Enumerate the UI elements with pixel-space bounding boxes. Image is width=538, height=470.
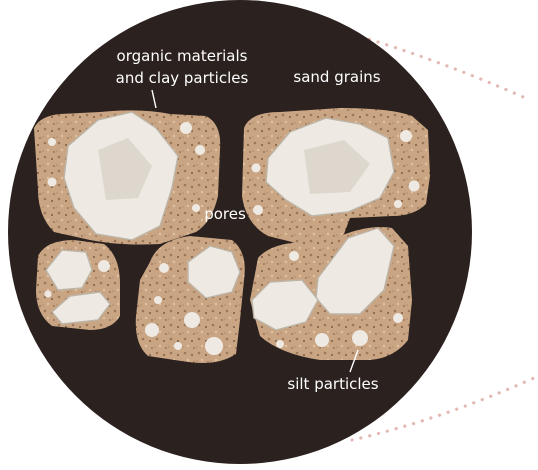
aggregate-bottom-left [36, 240, 120, 330]
silt-particle [154, 296, 162, 304]
label-sand-grains: sand grains [293, 68, 380, 86]
silt-particle [98, 260, 110, 272]
silt-particle [184, 312, 200, 328]
silt-particle [48, 178, 57, 187]
silt-particle [276, 340, 284, 348]
silt-particle [145, 323, 159, 337]
label-organic-line1: organic materials [117, 47, 248, 65]
silt-particle [409, 181, 420, 192]
aggregate-top-left [34, 110, 220, 244]
label-pores: pores [204, 205, 246, 223]
silt-particle [393, 313, 403, 323]
silt-particle [205, 337, 223, 355]
silt-particle [394, 200, 402, 208]
silt-particle [289, 251, 299, 261]
silt-particle [195, 145, 205, 155]
silt-particle [400, 130, 412, 142]
silt-particle [45, 291, 52, 298]
silt-particle [174, 342, 182, 350]
label-silt-particles: silt particles [287, 375, 378, 393]
silt-particle [352, 330, 368, 346]
silt-particle [253, 205, 263, 215]
label-organic-line2: and clay particles [116, 69, 249, 87]
silt-particle [192, 204, 200, 212]
silt-particle [159, 263, 169, 273]
silt-particle [180, 122, 192, 134]
silt-particle [48, 138, 56, 146]
silt-particle [315, 333, 329, 347]
silt-particle [252, 164, 261, 173]
